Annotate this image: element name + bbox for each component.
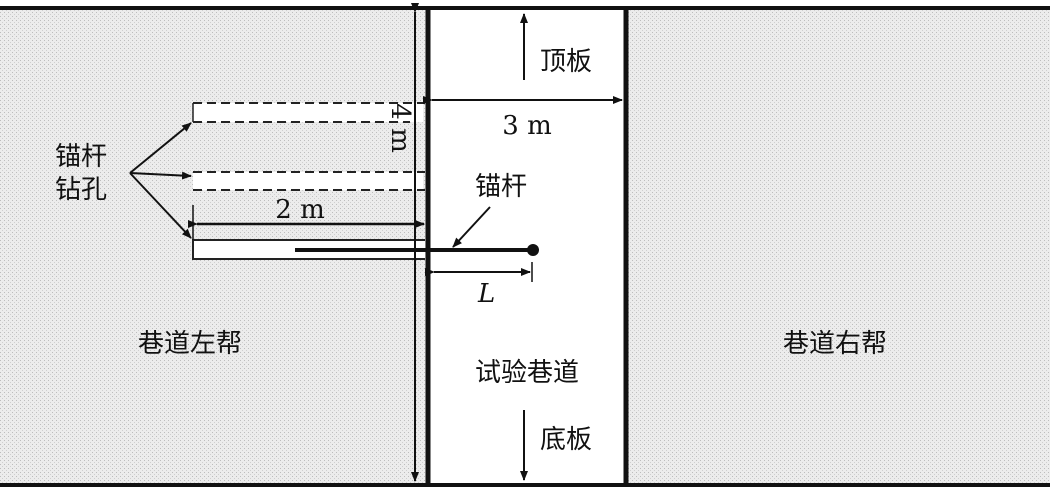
right-rib-label: 巷道右帮 <box>783 329 887 359</box>
anchor-bolt <box>295 244 539 256</box>
svg-text:锚杆: 锚杆 <box>55 142 107 172</box>
svg-text:钻孔: 钻孔 <box>55 175 107 205</box>
bolt-hole-2 <box>193 171 425 191</box>
width-label: 3 m <box>502 111 551 141</box>
height-label: 4 m <box>385 103 415 152</box>
test-roadway-label: 试验巷道 <box>475 358 579 388</box>
floor-label: 底板 <box>540 425 592 455</box>
bolt-callout-arrow <box>452 206 491 248</box>
bolt-length-label: L <box>477 279 495 309</box>
bolt-holes-callout: 锚杆 钻孔 <box>55 122 192 239</box>
roof-label: 顶板 <box>540 47 592 77</box>
bolt-label: 锚杆 <box>475 172 527 202</box>
left-rib-label: 巷道左帮 <box>138 329 242 359</box>
bolt-hole-1 <box>192 102 425 123</box>
right-rib-rock <box>626 8 1050 485</box>
hole-length-label: 2 m <box>275 195 324 225</box>
roadway-interior <box>428 8 626 485</box>
